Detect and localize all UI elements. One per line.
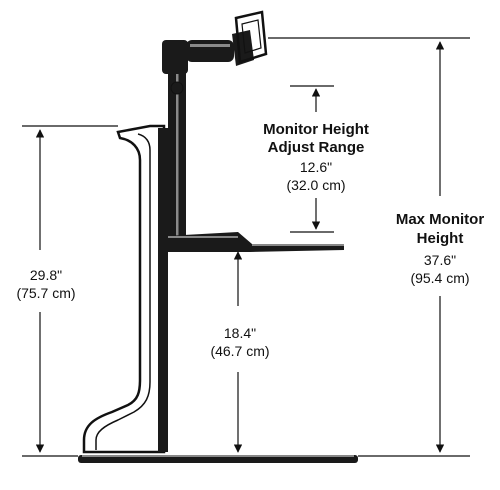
max-monitor-title-2: Height <box>417 230 464 247</box>
max-monitor-title-1: Max Monitor <box>396 211 484 228</box>
base-riser-outline <box>82 124 166 454</box>
mast-highlight <box>176 72 179 238</box>
monitor-arm-highlight <box>190 44 230 47</box>
monitor-adjust-inches: 12.6" <box>300 159 332 175</box>
monitor-adjust-title-2: Adjust Range <box>268 139 365 156</box>
base-riser-inner-line <box>95 133 151 450</box>
keyboard-height-cm: (46.7 cm) <box>210 343 269 359</box>
max-monitor-cm: (95.4 cm) <box>410 270 469 286</box>
mast-knob <box>170 81 184 95</box>
monitor-adjust-cm: (32.0 cm) <box>286 177 345 193</box>
base-plate-highlight <box>82 455 354 457</box>
vesa-mount-plate <box>234 10 268 64</box>
max-monitor-inches: 37.6" <box>424 252 456 268</box>
base-height-cm: (75.7 cm) <box>16 285 75 301</box>
monitor-arm <box>186 40 234 62</box>
desk-illustration <box>78 10 358 463</box>
work-surface-edge <box>252 244 344 246</box>
keyboard-height-inches: 18.4" <box>224 325 256 341</box>
work-surface-highlight <box>168 236 238 238</box>
base-height-inches: 29.8" <box>30 267 62 283</box>
work-surface <box>166 232 344 252</box>
dimension-lines <box>22 37 470 457</box>
dimension-labels: 29.8" (75.7 cm) 18.4" (46.7 cm) Monitor … <box>16 121 484 359</box>
monitor-arm-collar <box>162 40 188 74</box>
monitor-adjust-title-1: Monitor Height <box>263 121 369 138</box>
riser-back-panel <box>158 128 168 452</box>
vesa-mount-inner <box>241 19 262 54</box>
